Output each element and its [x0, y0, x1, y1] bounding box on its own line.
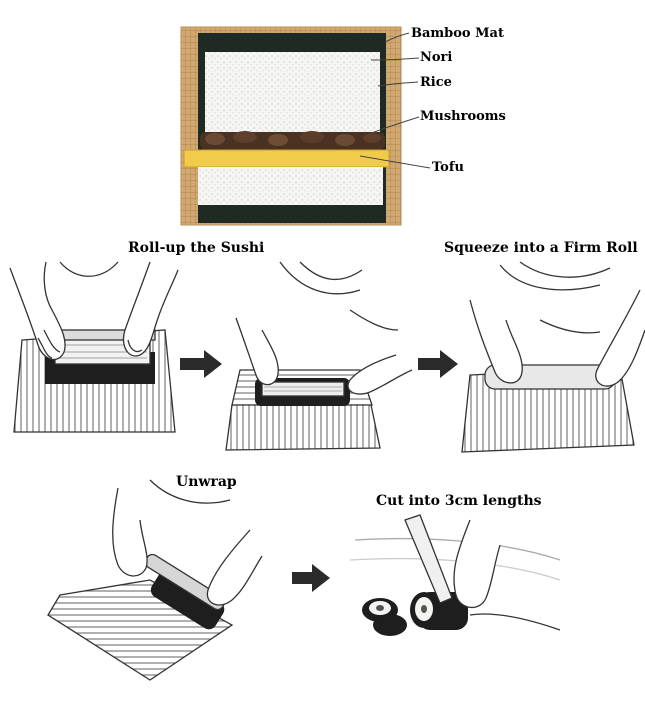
arrow-right-icon — [418, 350, 458, 378]
step-roll-up-illustration — [9, 261, 179, 433]
arrow-right-icon — [292, 564, 330, 592]
label-mushrooms: Mushrooms — [420, 109, 506, 124]
mushroom-strip — [200, 131, 385, 150]
step-rolling-illustration — [225, 261, 413, 451]
step-cut-illustration — [349, 514, 561, 636]
step-squeeze-illustration — [461, 261, 645, 453]
label-nori: Nori — [420, 50, 453, 65]
ingredients-photo — [170, 20, 431, 238]
sushi-piece-2 — [373, 614, 407, 636]
tofu-strip — [183, 149, 390, 168]
rice-layer-top — [205, 52, 380, 132]
step-unwrap-illustration — [47, 479, 263, 681]
caption-roll-up: Roll-up the Sushi — [128, 240, 265, 256]
label-bamboo-mat: Bamboo Mat — [411, 26, 504, 41]
caption-squeeze: Squeeze into a Firm Roll — [444, 240, 638, 256]
caption-cut: Cut into 3cm lengths — [376, 493, 542, 509]
rice-layer-bottom — [198, 167, 383, 205]
label-tofu: Tofu — [432, 160, 464, 175]
label-rice: Rice — [420, 75, 452, 90]
sushi-roll-cut — [410, 592, 468, 630]
arrow-right-icon — [180, 350, 222, 378]
caption-unwrap: Unwrap — [176, 474, 237, 490]
